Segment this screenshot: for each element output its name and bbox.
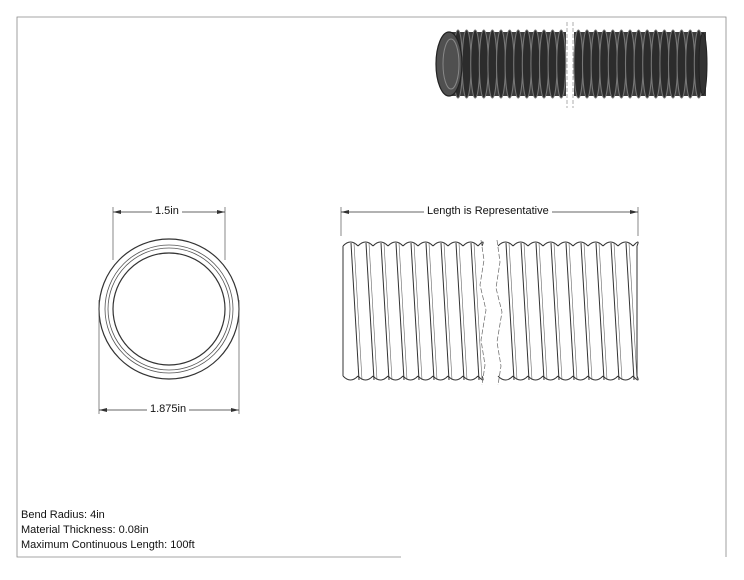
hose-end-view [98, 207, 240, 414]
material-thickness: Material Thickness: 0.08in [21, 524, 149, 536]
sheet-border [16, 16, 727, 558]
max-continuous-length: Maximum Continuous Length: 100ft [21, 539, 195, 551]
hose-3d-opening [435, 31, 463, 97]
hose-3d-view [435, 22, 708, 108]
length-label: Length is Representative [424, 205, 552, 218]
inner-diameter-label: 1.5in [152, 205, 182, 218]
outer-diameter-label: 1.875in [147, 403, 190, 416]
bend-radius: Bend Radius: 4in [21, 509, 105, 521]
hose-side-view [340, 207, 639, 386]
spec-block: Bend Radius: 4in Material Thickness: 0.0… [21, 508, 195, 553]
